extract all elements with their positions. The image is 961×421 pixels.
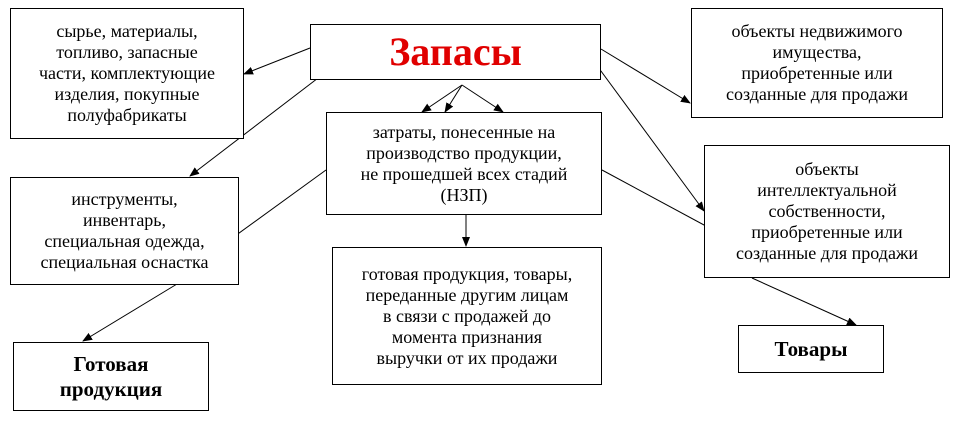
intellectual-property-text: объекты интеллектуальной собственности, …: [735, 159, 919, 263]
arrow-to-real-estate: [600, 48, 691, 104]
raw-materials-text: сырье, материалы, топливо, запасные част…: [38, 21, 216, 125]
arrow-to-tools: [189, 74, 323, 177]
wip-text: затраты, понесенные на производство прод…: [360, 121, 568, 205]
arrow-to-intellectual-property: [597, 66, 705, 212]
intellectual-property-box: объекты интеллектуальной собственности, …: [704, 145, 950, 278]
transferred-goods-text: готовая продукция, товары, переданные др…: [361, 263, 573, 368]
goods-text: Товары: [774, 336, 848, 361]
arrow-to-finished-products: [82, 283, 178, 342]
goods-box: Товары: [738, 325, 884, 373]
arrow-to-wip-mid: [444, 84, 463, 113]
arrow-to-goods: [751, 277, 857, 326]
finished-products-box: Готовая продукция: [13, 342, 209, 411]
tools-text: инструменты, инвентарь, специальная одеж…: [40, 189, 209, 272]
arrow-to-wip-left: [421, 84, 463, 113]
tools-box: инструменты, инвентарь, специальная одеж…: [10, 177, 239, 285]
title-box: Запасы: [310, 24, 601, 80]
transferred-goods-box: готовая продукция, товары, переданные др…: [332, 247, 602, 385]
arrow-to-raw-materials: [243, 47, 311, 75]
finished-products-text: Готовая продукция: [59, 351, 163, 401]
arrow-to-wip-right: [461, 84, 504, 113]
real-estate-box: объекты недвижимого имущества, приобрете…: [691, 8, 943, 118]
raw-materials-box: сырье, материалы, топливо, запасные част…: [10, 8, 244, 139]
wip-box: затраты, понесенные на производство прод…: [326, 112, 602, 215]
title-text: Запасы: [389, 29, 522, 74]
real-estate-text: объекты недвижимого имущества, приобрете…: [725, 21, 909, 104]
